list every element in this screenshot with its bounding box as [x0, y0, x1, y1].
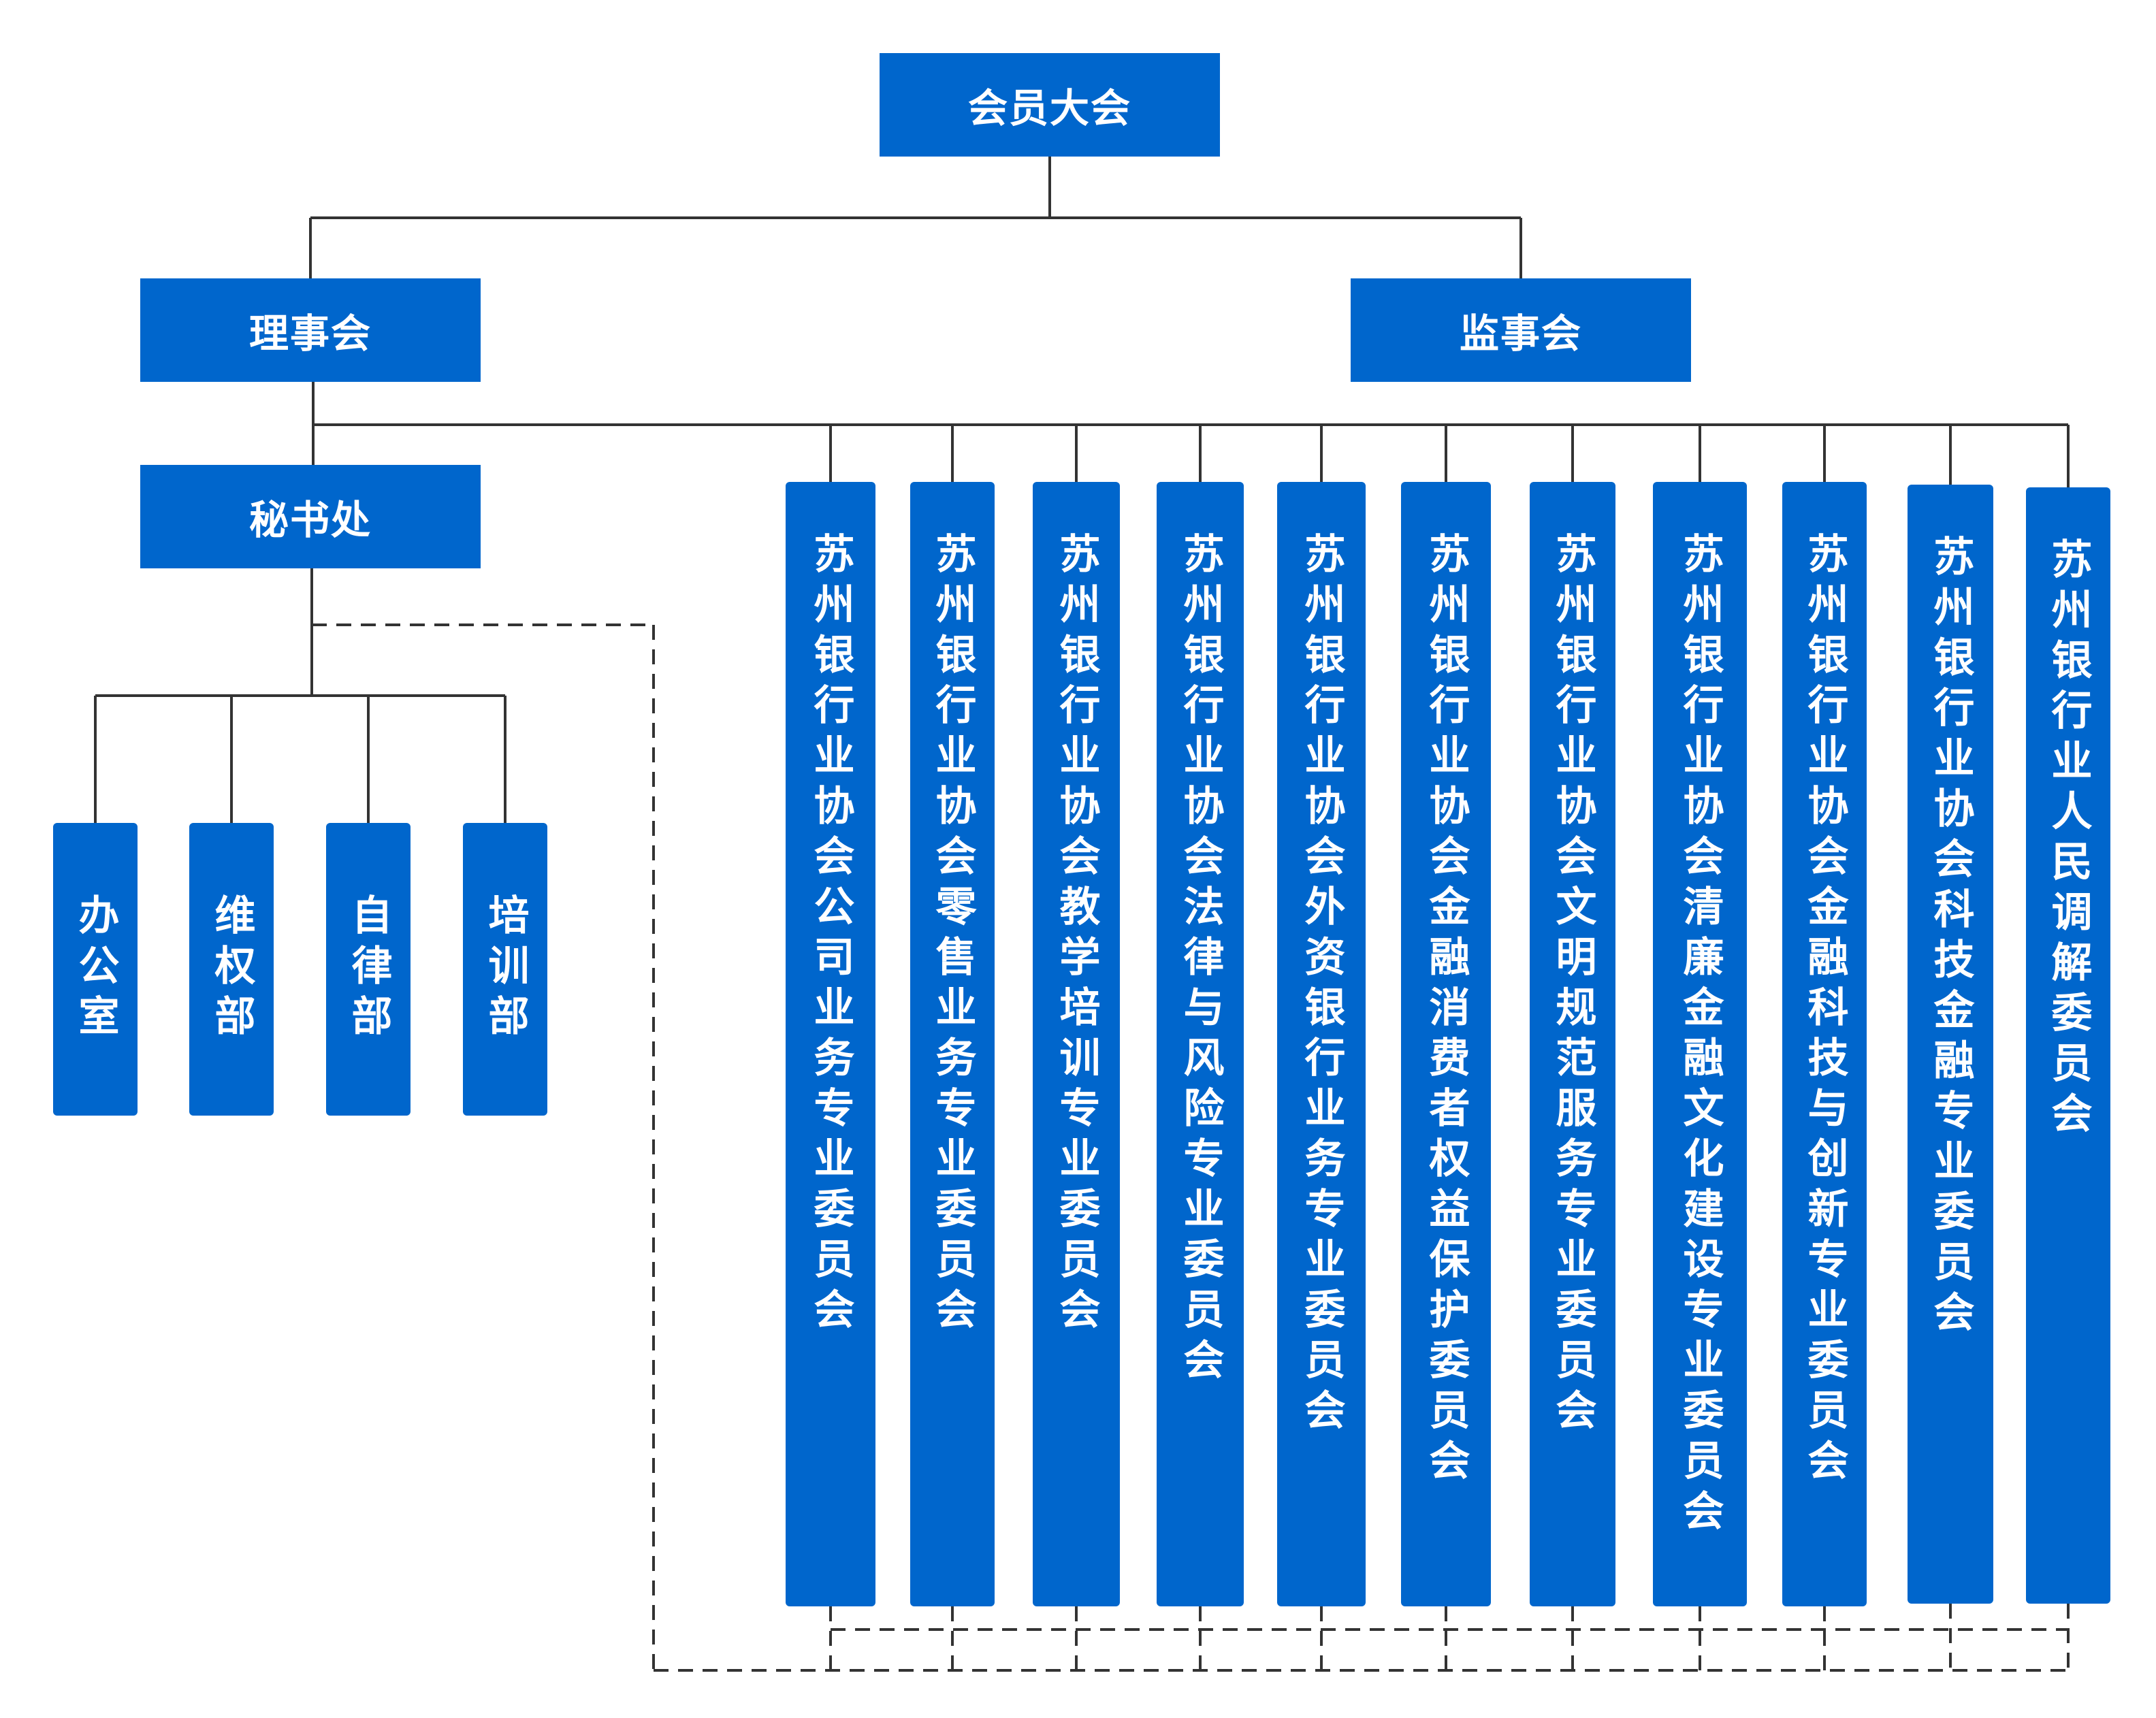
committee-teaching-training: 苏州银行业协会教学培训专业委员会: [1033, 482, 1120, 1606]
board-of-supervisors-node: 监事会: [1351, 278, 1691, 382]
committee-retail-business: 苏州银行业协会零售业务专业委员会: [910, 482, 995, 1606]
committee-consumer-rights-protection: 苏州银行业协会金融消费者权益保护委员会: [1401, 482, 1491, 1606]
department-office: 办公室: [53, 823, 138, 1116]
committee-people-mediation: 苏州银行业人民调解委员会: [2026, 487, 2110, 1604]
board-of-directors-node: 理事会: [140, 278, 481, 382]
committee-foreign-bank-business: 苏州银行业协会外资银行业务专业委员会: [1277, 482, 1366, 1606]
department-self-discipline: 自律部: [326, 823, 411, 1116]
committee-clean-finance-culture: 苏州银行业协会清廉金融文化建设专业委员会: [1653, 482, 1747, 1606]
committee-corporate-business: 苏州银行业协会公司业务专业委员会: [786, 482, 875, 1606]
department-rights-protection: 维权部: [189, 823, 274, 1116]
committee-legal-risk: 苏州银行业协会法律与风险专业委员会: [1157, 482, 1244, 1606]
department-training: 培训部: [463, 823, 547, 1116]
committee-civilized-service: 苏州银行业协会文明规范服务专业委员会: [1530, 482, 1615, 1606]
secretariat-node: 秘书处: [140, 465, 481, 568]
committee-fintech-innovation: 苏州银行业协会金融科技与创新专业委员会: [1782, 482, 1867, 1606]
committee-technology-finance: 苏州银行业协会科技金融专业委员会: [1908, 485, 1993, 1604]
general-assembly-node: 会员大会: [880, 53, 1220, 157]
